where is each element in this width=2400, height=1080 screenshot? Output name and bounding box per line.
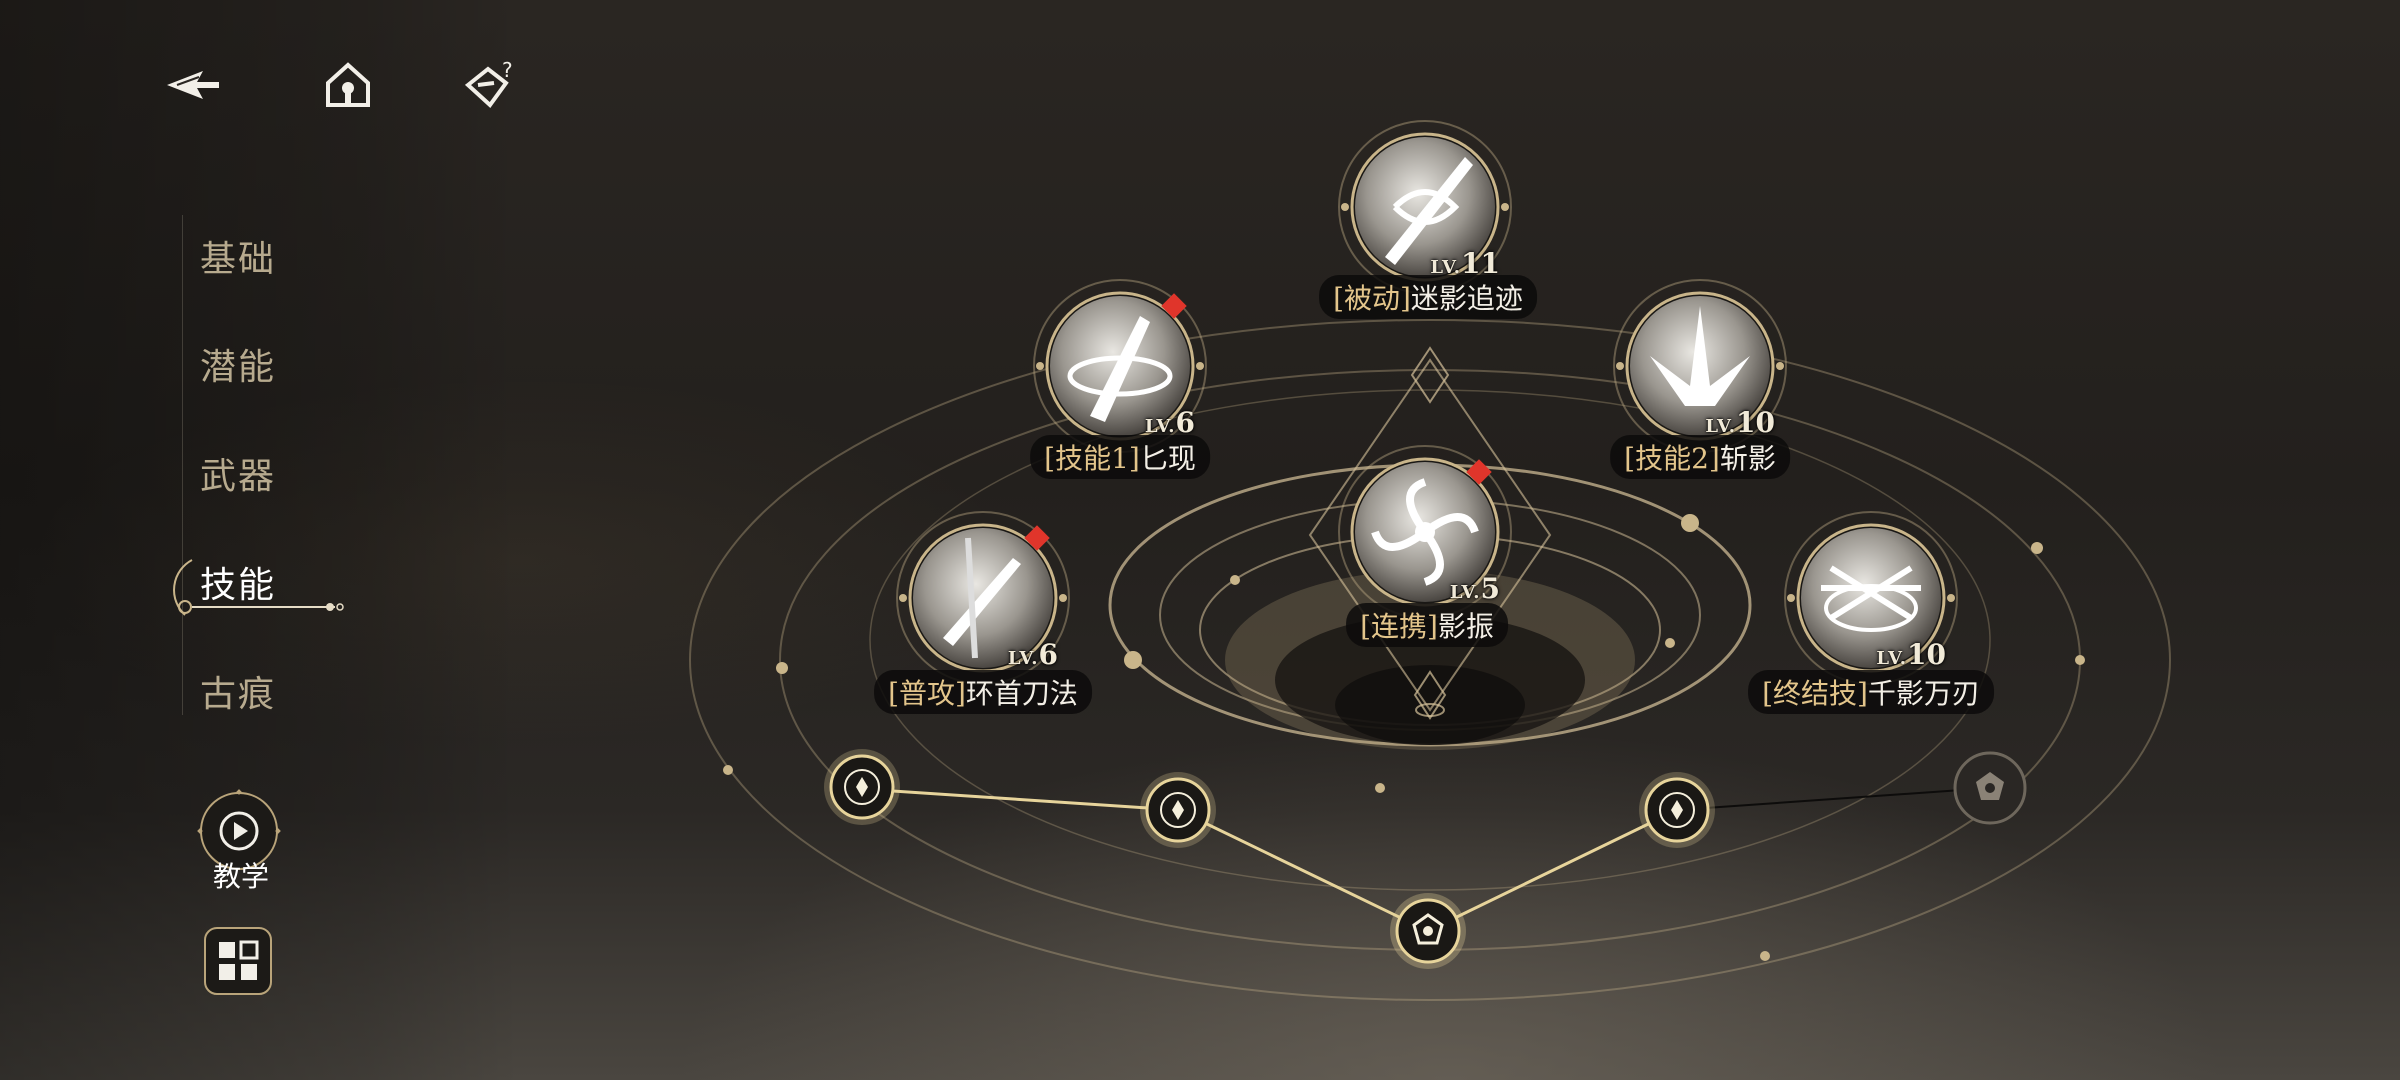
- grid-icon: [204, 927, 272, 995]
- active-tab-indicator: [173, 559, 344, 616]
- diamond-icon: [1671, 800, 1683, 820]
- skill-1-label[interactable]: [技能1]匕现: [1030, 435, 1210, 479]
- tab-weapon[interactable]: 武器: [200, 456, 277, 497]
- skill-ultimate[interactable]: LV.10: [1776, 503, 1966, 693]
- help-button[interactable]: ?: [460, 55, 520, 115]
- normal-attack-icon: [913, 528, 1053, 668]
- skill-normal-attack-label[interactable]: [普攻]环首刀法: [874, 670, 1092, 714]
- skill-2[interactable]: LV.10: [1605, 271, 1795, 461]
- skill2-icon: [1630, 296, 1770, 436]
- tutorial-label: 教学: [212, 860, 269, 893]
- combo-skill-icon: [1355, 462, 1495, 602]
- skill-level: LV.10: [1705, 406, 1775, 439]
- back-button[interactable]: [163, 55, 223, 115]
- path-node-1[interactable]: [820, 745, 904, 829]
- tab-potential[interactable]: 潜能: [200, 347, 277, 388]
- svg-text:?: ?: [502, 58, 513, 82]
- skill-combo[interactable]: LV.5: [1330, 437, 1520, 627]
- play-icon: [197, 789, 281, 870]
- diamond-icon: [1172, 800, 1184, 820]
- skill-passive[interactable]: LV.11: [1330, 112, 1520, 302]
- path-node-2[interactable]: [1136, 768, 1220, 852]
- home-icon: [326, 62, 370, 107]
- path-node-center[interactable]: [1386, 889, 1470, 973]
- grid-button[interactable]: [203, 926, 273, 996]
- help-icon: ?: [464, 58, 513, 108]
- skill-1[interactable]: LV.6: [1025, 271, 1215, 461]
- tab-skills[interactable]: 技能: [200, 565, 277, 606]
- passive-skill-icon: [1355, 137, 1495, 277]
- skill-level: LV.6: [1007, 638, 1058, 671]
- skill-2-label[interactable]: [技能2]斩影: [1610, 435, 1790, 479]
- skill1-icon: [1050, 296, 1190, 436]
- diamond-icon: [856, 777, 868, 797]
- path-node-3[interactable]: [1635, 768, 1719, 852]
- skill-combo-label[interactable]: [连携]影振: [1346, 603, 1508, 647]
- tab-basic[interactable]: 基础: [200, 239, 277, 280]
- skill-level: LV.5: [1449, 572, 1500, 605]
- skill-level: LV.11: [1430, 247, 1500, 280]
- skill-level: LV.6: [1144, 406, 1195, 439]
- home-button[interactable]: [318, 55, 378, 115]
- tutorial-button[interactable]: [196, 788, 282, 874]
- ultimate-skill-icon: [1801, 528, 1941, 668]
- skill-normal-attack[interactable]: LV.6: [888, 503, 1078, 693]
- skill-ultimate-label[interactable]: [终结技]千影万刃: [1748, 670, 1994, 714]
- sidebar-rail: [182, 215, 183, 715]
- path-node-locked[interactable]: [1948, 746, 2032, 830]
- arrow-back-icon: [167, 71, 219, 99]
- pentagon-icon: [1412, 913, 1444, 945]
- skill-passive-label[interactable]: [被动]迷影追迹: [1319, 275, 1537, 319]
- skill-level: LV.10: [1876, 638, 1946, 671]
- tab-ancient-marks[interactable]: 古痕: [200, 674, 277, 715]
